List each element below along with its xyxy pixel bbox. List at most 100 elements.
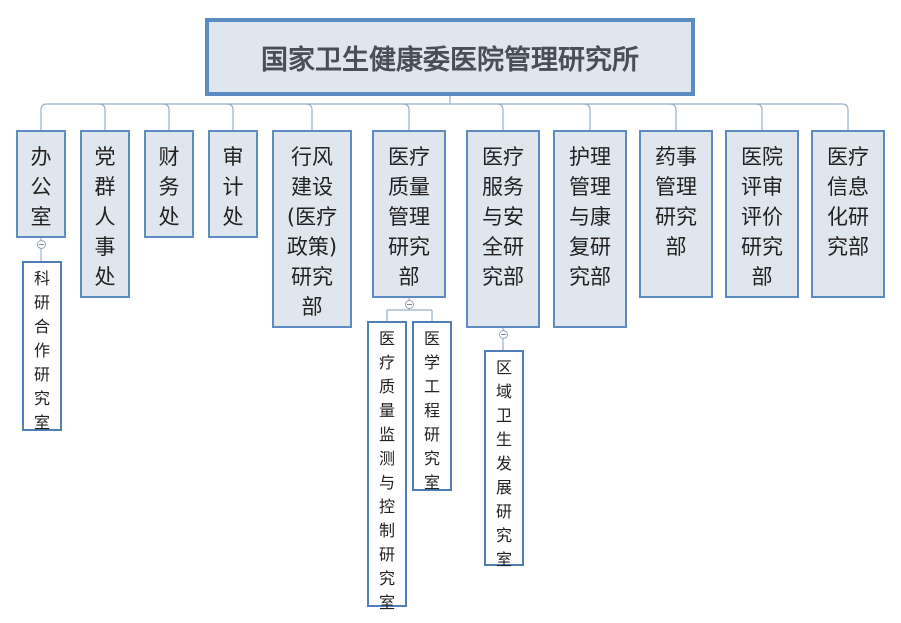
department-box-label-line: (医疗 (286, 205, 338, 229)
collapse-toggle-icon[interactable] (498, 329, 508, 339)
department-box-label-line: 部 (751, 265, 773, 289)
sub-unit-box-label-line: 究 (423, 449, 440, 468)
department-drop-line (226, 103, 234, 130)
department-box-label-line: 财 (158, 145, 180, 169)
department-box: 党群人事处 (80, 130, 130, 298)
department-drop-line (98, 103, 106, 130)
department-drop-line (402, 103, 410, 130)
department-drop-line (162, 103, 170, 130)
department-box-label-line: 部 (665, 235, 687, 259)
department-box-label-line: 与康 (569, 205, 611, 229)
department-box-label-line: 部 (301, 295, 323, 319)
department-box-label-line: 医疗 (482, 145, 524, 169)
sub-unit-box-label-line: 医 (378, 329, 395, 348)
sub-unit-box-label-line: 区 (495, 358, 512, 377)
department-box: 审计处 (208, 130, 258, 238)
department-box-label-line: 质量 (388, 175, 430, 199)
sub-unit-box-label-line: 科 (33, 269, 50, 288)
department-box-label-line: 医疗 (388, 145, 430, 169)
department-box-label-line: 与安 (482, 205, 524, 229)
department-box-label-line: 公 (30, 175, 52, 199)
root-org-box: 国家卫生健康委医院管理研究所 (205, 18, 695, 96)
sub-unit-box-label-line: 量 (378, 401, 395, 420)
department-drop-line (305, 103, 313, 130)
department-box-label-line: 事 (94, 235, 116, 259)
sub-unit-box-label-line: 制 (378, 521, 395, 540)
department-box: 医疗质量管理研究部 (372, 130, 446, 298)
department-box-label-line: 化研 (827, 205, 869, 229)
department-box: 财务处 (144, 130, 194, 238)
sub-unit-box-label-line: 卫 (495, 406, 512, 425)
sub-unit-box-label-line: 工 (423, 377, 440, 396)
department-box-label-line: 医疗 (827, 145, 869, 169)
department-box-label-line: 群 (94, 175, 116, 199)
department-box-label-line: 药事 (655, 145, 697, 169)
collapse-toggle-icon[interactable] (404, 299, 414, 309)
sub-unit-box: 科研合作研究室 (22, 261, 62, 432)
sub-unit-box-label-line: 研 (423, 425, 440, 444)
sub-unit-box-label-line: 测 (378, 449, 395, 468)
sub-unit-box-label-line: 与 (378, 473, 395, 492)
sub-unit-box-label-line: 质 (378, 377, 395, 396)
collapse-toggle-icon[interactable] (36, 239, 46, 249)
department-box-label-line: 处 (158, 205, 180, 229)
department-box-label-line: 究部 (827, 235, 869, 259)
sub-unit-box-label-line: 作 (33, 341, 50, 360)
department-box: 医疗服务与安全研究部 (466, 130, 540, 328)
department-box-label-line: 审 (222, 145, 244, 169)
sub-unit-box-label-line: 程 (423, 401, 440, 420)
department-box-label-line: 研究 (388, 235, 430, 259)
sub-unit-box-label-line: 控 (378, 497, 395, 516)
sub-unit-box-label-line: 域 (495, 382, 512, 401)
department-box-label-line: 人 (94, 205, 116, 229)
department-box: 护理管理与康复研究部 (553, 130, 627, 328)
department-box-label-line: 医院 (741, 145, 783, 169)
sub-unit-box-label-line: 疗 (378, 353, 395, 372)
department-box-label-line: 管理 (655, 175, 697, 199)
sub-unit-box-label-line: 研 (378, 545, 395, 564)
department-box-label-line: 评价 (741, 205, 783, 229)
sub-unit-box-label-line: 展 (495, 478, 512, 497)
department-box-label-line: 室 (30, 205, 52, 229)
department-box: 医院评审评价研究部 (725, 130, 799, 298)
sub-unit-box-label-line: 究 (495, 526, 512, 545)
department-box-label-line: 研究 (655, 205, 697, 229)
department-box-label-line: 全研 (482, 235, 524, 259)
sub-unit-box-label-line: 发 (495, 454, 512, 473)
department-box-label-line: 究部 (482, 265, 524, 289)
sub-unit-box-label-line: 监 (378, 425, 395, 444)
sub-unit-box-label-line: 室 (378, 593, 395, 612)
department-box-label-line: 护理 (569, 145, 611, 169)
department-box-label-line: 管理 (388, 205, 430, 229)
sub-unit-box-label-line: 学 (423, 353, 440, 372)
sub-unit-box-label-line: 室 (495, 550, 512, 569)
sub-unit-box: 医学工程研究室 (412, 321, 452, 492)
sub-unit-box-label-line: 究 (33, 389, 50, 408)
sub-unit-box-label-line: 究 (378, 569, 395, 588)
department-box-label-line: 办 (30, 145, 52, 169)
department-box: 药事管理研究部 (639, 130, 713, 298)
department-box-label-line: 究部 (569, 265, 611, 289)
sub-unit-box-label-line: 合 (33, 317, 50, 336)
sub-unit-box: 区域卫生发展研究室 (484, 350, 524, 569)
sub-unit-box-label-line: 室 (423, 473, 440, 492)
department-box-label-line: 建设 (291, 175, 333, 199)
department-box: 行风建设(医疗政策)研究部 (272, 130, 352, 328)
department-box-label-line: 部 (398, 265, 420, 289)
department-box-label-line: 服务 (482, 175, 524, 199)
sub-unit-box-label-line: 研 (33, 293, 50, 312)
department-drop-line (755, 103, 763, 130)
sub-unit-box-label-line: 室 (33, 413, 50, 432)
department-box-label-line: 处 (222, 205, 244, 229)
department-box-label-line: 政策) (286, 235, 338, 259)
sub-unit-box-label-line: 生 (495, 430, 512, 449)
department-box-label-line: 研究 (741, 235, 783, 259)
sub-unit-box-label-line: 医 (423, 329, 440, 348)
root-org-name: 国家卫生健康委医院管理研究所 (261, 44, 639, 76)
sub-unit-box-label-line: 研 (495, 502, 512, 521)
department-bus-line (40, 103, 849, 130)
sub-unit-box-label-line: 研 (33, 365, 50, 384)
department-drop-line (669, 103, 677, 130)
department-box-label-line: 务 (158, 175, 180, 199)
